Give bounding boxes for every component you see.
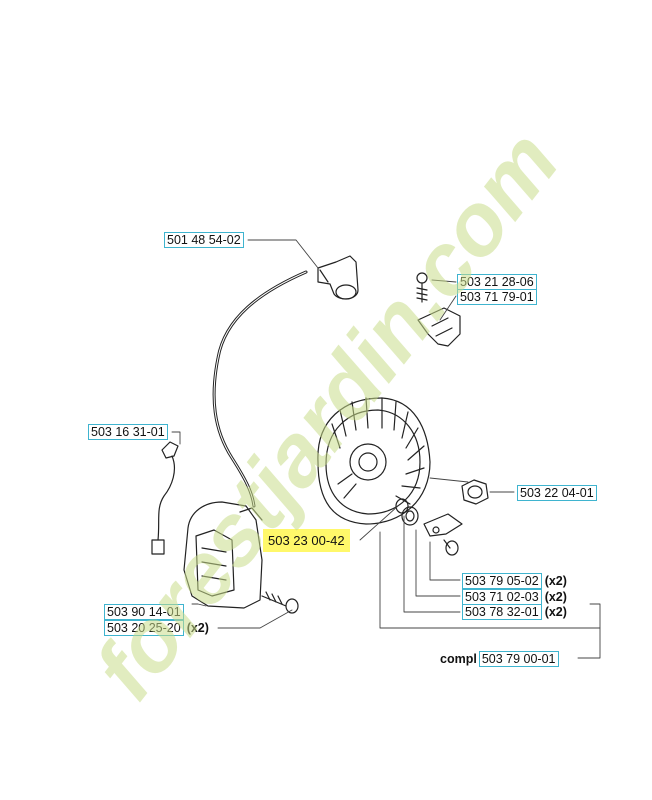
part-number: 503 21 28-06 [457,274,537,290]
cable-clip-drawing [151,441,179,555]
part-number: 501 48 54-02 [164,232,244,248]
label-module-screw[interactable]: 503 20 25-20(x2) [104,620,209,636]
part-number: 503 16 31-01 [88,424,168,440]
part-quantity: (x2) [544,590,567,604]
label-cable-clip[interactable]: 503 16 31-01 [88,424,168,440]
leader-lines [171,239,601,659]
label-flywheel[interactable]: 503 23 00-42 [263,529,350,552]
flywheel-drawing [317,397,431,525]
label-pawl-bolt[interactable]: 503 71 02-03(x2) [462,589,567,605]
ignition-lead-drawing [212,255,359,508]
switch-parts-drawing [416,272,461,347]
part-number: 503 22 04-01 [517,485,597,501]
part-number: 503 23 00-42 [263,529,350,552]
label-screw-small[interactable]: 503 21 28-06 [457,274,537,290]
part-number: 503 90 14-01 [104,604,184,620]
part-number: 503 71 79-01 [457,289,537,305]
label-spring-washer[interactable]: 503 78 32-01(x2) [462,604,567,620]
label-switch-plate[interactable]: 503 71 79-01 [457,289,537,305]
pawl-parts-drawing [395,498,463,556]
part-number: 503 20 25-20 [104,620,184,636]
nut-drawing [461,479,489,505]
part-quantity: (x2) [544,605,567,619]
ignition-module-drawing [183,501,299,614]
label-ignition-lead[interactable]: 501 48 54-02 [164,232,244,248]
part-number: 503 71 02-03 [462,589,542,605]
part-number: 503 78 32-01 [462,604,542,620]
label-ignition-module[interactable]: 503 90 14-01 [104,604,184,620]
complete-assembly-word: compl [440,652,477,666]
part-number: 503 79 00-01 [478,651,559,667]
label-pawl[interactable]: 503 79 05-02(x2) [462,573,567,589]
part-number: 503 79 05-02 [462,573,542,589]
part-quantity: (x2) [186,621,209,635]
part-quantity: (x2) [544,574,567,588]
label-nut[interactable]: 503 22 04-01 [517,485,597,501]
